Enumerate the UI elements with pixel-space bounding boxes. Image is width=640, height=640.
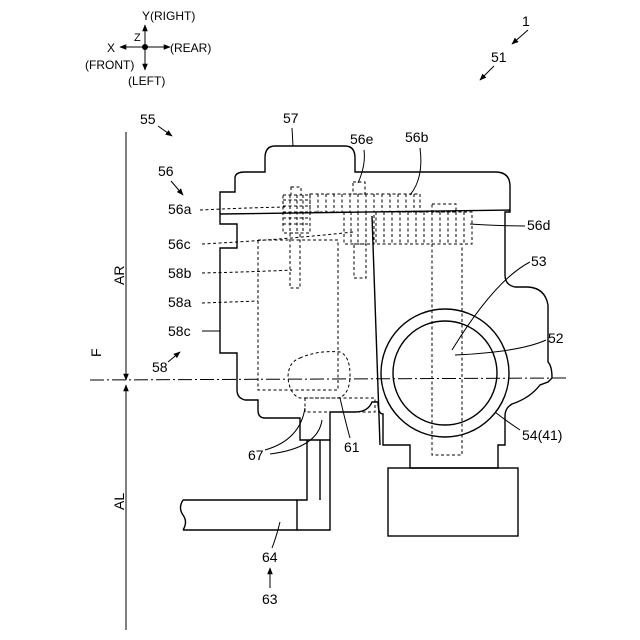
origin-dot [142,44,148,50]
label-64: 64 [262,549,278,565]
axis-indicator: Y(RIGHT) Z X (REAR) (FRONT) (LEFT) [85,9,211,88]
label-57: 57 [283,110,299,126]
motor-box [388,468,518,536]
reference-55: 55 [140,111,172,136]
cavity-58a [258,240,338,390]
label-56a: 56a [168,201,192,217]
housing-outline [220,146,552,468]
label-53: 53 [531,253,547,269]
label-56b: 56b [405,129,429,145]
label-F: F [88,348,104,357]
left-label: (LEFT) [128,74,165,88]
label-56d: 56d [527,217,550,233]
label-56: 56 [158,163,174,179]
y-axis-label: Y(RIGHT) [142,9,195,23]
label-1: 1 [522,13,530,29]
label-58b: 58b [168,265,192,281]
label-56c: 56c [168,236,191,252]
label-61: 61 [344,439,360,455]
label-67: 67 [248,447,264,463]
label-58: 58 [152,359,168,375]
centerline-F [90,378,566,380]
gear-train [283,182,472,288]
label-51: 51 [491,49,507,65]
reference-labels: 57 56e 56b 56 56a 56c 56d 58b 58a 58c 58… [152,110,564,607]
reference-1-51: 1 51 [480,13,530,80]
x-axis-label: X [107,41,115,55]
label-58a: 58a [168,294,192,310]
region-arrows: AR AL F [88,132,566,630]
z-axis-label: Z [134,32,141,44]
rear-label: (REAR) [170,41,211,55]
ring-52 [381,309,509,437]
label-58c: 58c [168,323,191,339]
front-label: (FRONT) [85,58,134,72]
label-AR: AR [111,266,127,285]
label-AL: AL [111,493,127,510]
cavity-61 [288,352,350,398]
label-54: 54(41) [522,427,562,443]
label-55: 55 [140,111,156,127]
label-63: 63 [262,591,278,607]
label-56e: 56e [350,131,374,147]
label-52: 52 [548,330,564,346]
